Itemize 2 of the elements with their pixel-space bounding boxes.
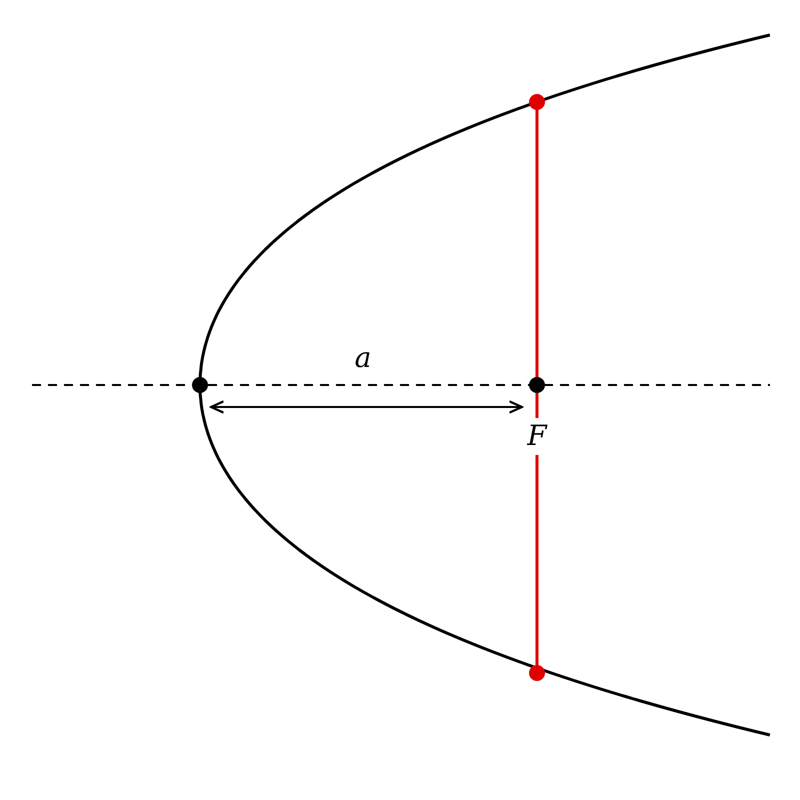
- math-label: a: [354, 344, 372, 372]
- math-label: F: [527, 422, 547, 450]
